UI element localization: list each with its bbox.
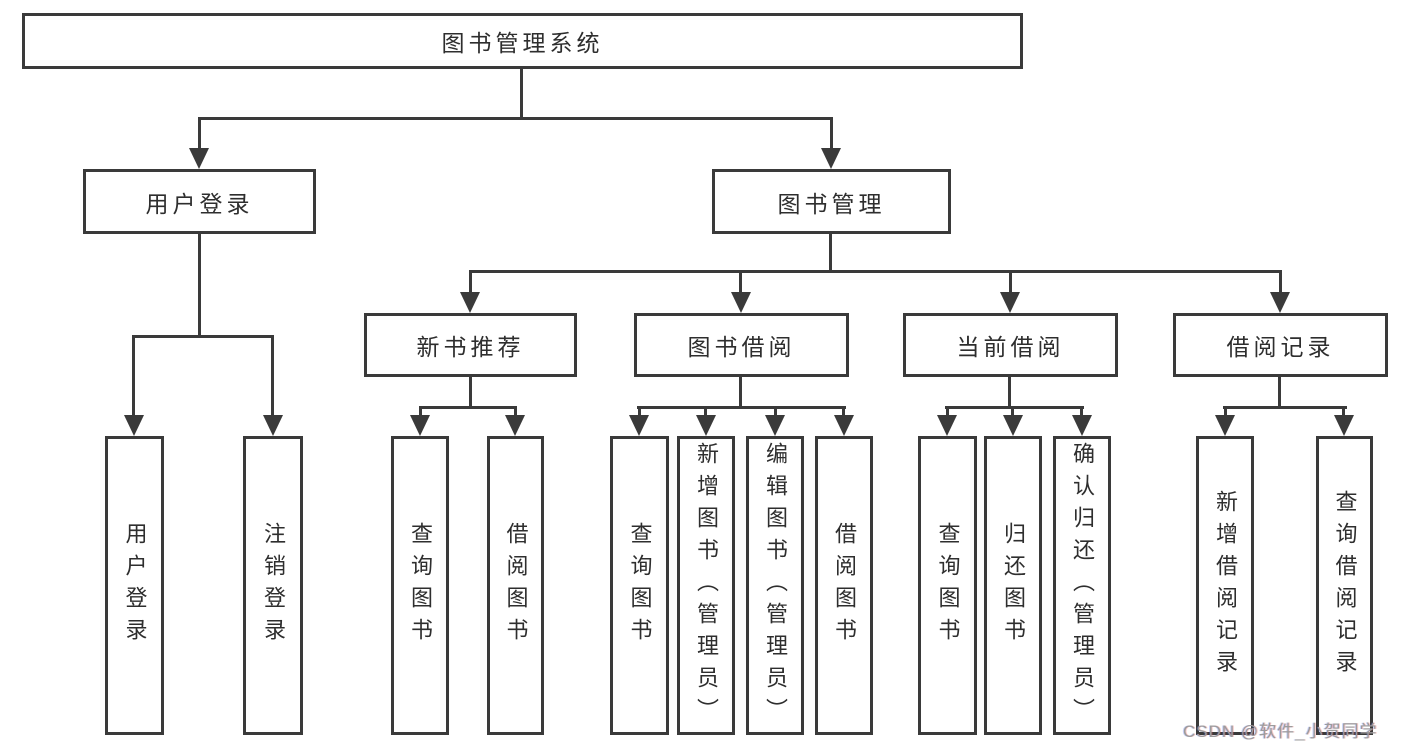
arrow-down-icon xyxy=(834,415,854,436)
leaf-label: 归还图书 xyxy=(1001,521,1026,650)
connector-drop xyxy=(271,335,274,419)
node-label: 图书管理 xyxy=(777,190,886,217)
arrow-down-icon xyxy=(696,415,716,436)
node-label: 图书管理系统 xyxy=(441,30,604,56)
leaf-label: 借阅图书 xyxy=(503,521,529,650)
connector-user-login-branch xyxy=(132,335,274,338)
connector-user-login-stem xyxy=(198,234,201,335)
connector-root-branch xyxy=(198,117,833,120)
connector-drop xyxy=(419,406,422,422)
connector-drop-user-login xyxy=(198,117,201,152)
leaf-label: 确认归还（管理员） xyxy=(1070,441,1095,730)
leaf-label: 查询图书 xyxy=(935,521,961,650)
leaf-borrow-books-recommend: 借阅图书 xyxy=(487,436,544,735)
node-borrowing-records: 借阅记录 xyxy=(1173,313,1388,377)
leaf-edit-books-admin: 编辑图书（管理员） xyxy=(746,436,804,735)
connector-drop xyxy=(514,406,517,422)
leaf-add-books-admin: 新增图书（管理员） xyxy=(677,436,735,735)
leaf-return-books: 归还图书 xyxy=(984,436,1042,735)
leaf-logout: 注销登录 xyxy=(243,436,303,735)
connector-drop xyxy=(1009,270,1012,296)
node-label: 借阅记录 xyxy=(1226,334,1335,360)
connector-drop xyxy=(1342,406,1345,422)
arrow-down-icon xyxy=(189,148,209,169)
leaf-user-login: 用户登录 xyxy=(105,436,164,735)
connector-drop xyxy=(704,406,707,422)
leaf-query-books-current: 查询图书 xyxy=(918,436,977,735)
connector-book-management-stem xyxy=(829,234,832,272)
arrow-down-icon xyxy=(460,292,480,313)
connector-drop xyxy=(946,406,949,422)
leaf-label: 查询借阅记录 xyxy=(1332,489,1358,682)
connector-drop xyxy=(1279,270,1282,296)
leaf-query-books-borrow: 查询图书 xyxy=(610,436,669,735)
arrow-down-icon xyxy=(124,415,144,436)
connector-branch xyxy=(1223,406,1347,409)
node-user-login: 用户登录 xyxy=(83,169,316,234)
leaf-add-borrow-record: 新增借阅记录 xyxy=(1196,436,1254,735)
arrow-down-icon xyxy=(1072,415,1092,436)
connector-branch xyxy=(637,406,846,409)
connector-drop xyxy=(774,406,777,422)
arrow-down-icon xyxy=(1003,415,1023,436)
connector-drop-book-management xyxy=(830,117,833,152)
connector-drop xyxy=(469,270,472,296)
connector-drop xyxy=(132,335,135,419)
arrow-down-icon xyxy=(505,415,525,436)
connector-stem xyxy=(469,377,472,408)
arrow-down-icon xyxy=(765,415,785,436)
leaf-query-borrow-record: 查询借阅记录 xyxy=(1316,436,1373,735)
leaf-confirm-return-admin: 确认归还（管理员） xyxy=(1053,436,1111,735)
node-current-borrowing: 当前借阅 xyxy=(903,313,1118,377)
node-book-management: 图书管理 xyxy=(712,169,951,234)
leaf-label: 编辑图书（管理员） xyxy=(763,441,788,730)
arrow-down-icon xyxy=(731,292,751,313)
connector-stem xyxy=(739,377,742,408)
leaf-query-books-recommend: 查询图书 xyxy=(391,436,449,735)
arrow-down-icon xyxy=(629,415,649,436)
leaf-label: 新增图书（管理员） xyxy=(694,441,719,730)
arrow-down-icon xyxy=(1215,415,1235,436)
connector-drop xyxy=(638,406,641,422)
connector-drop xyxy=(1011,406,1014,422)
connector-book-management-branch xyxy=(469,270,1282,273)
node-library-management-system: 图书管理系统 xyxy=(22,13,1023,69)
arrow-down-icon xyxy=(1000,292,1020,313)
connector-drop xyxy=(739,270,742,296)
connector-branch xyxy=(419,406,517,409)
node-new-book-recommendation: 新书推荐 xyxy=(364,313,577,377)
connector-drop xyxy=(1080,406,1083,422)
arrow-down-icon xyxy=(263,415,283,436)
arrow-down-icon xyxy=(937,415,957,436)
arrow-down-icon xyxy=(821,148,841,169)
node-label: 用户登录 xyxy=(145,190,254,217)
leaf-borrow-books: 借阅图书 xyxy=(815,436,873,735)
leaf-label: 查询图书 xyxy=(408,521,433,650)
connector-stem xyxy=(1278,377,1281,408)
node-label: 当前借阅 xyxy=(956,334,1065,360)
arrow-down-icon xyxy=(1270,292,1290,313)
arrow-down-icon xyxy=(1334,415,1354,436)
connector-drop xyxy=(1224,406,1227,422)
connector-branch xyxy=(945,406,1084,409)
arrow-down-icon xyxy=(410,415,430,436)
leaf-label: 用户登录 xyxy=(122,521,148,650)
leaf-label: 查询图书 xyxy=(627,521,653,650)
connector-stem xyxy=(1008,377,1011,408)
node-book-borrowing: 图书借阅 xyxy=(634,313,849,377)
node-label: 新书推荐 xyxy=(416,334,525,360)
node-label: 图书借阅 xyxy=(687,334,796,360)
connector-root-stem xyxy=(520,69,523,117)
leaf-label: 注销登录 xyxy=(261,521,286,650)
leaf-label: 新增借阅记录 xyxy=(1213,489,1238,682)
csdn-watermark: CSDN @软件_小贺同学 xyxy=(1183,722,1378,741)
connector-drop xyxy=(842,406,845,422)
leaf-label: 借阅图书 xyxy=(832,521,857,650)
